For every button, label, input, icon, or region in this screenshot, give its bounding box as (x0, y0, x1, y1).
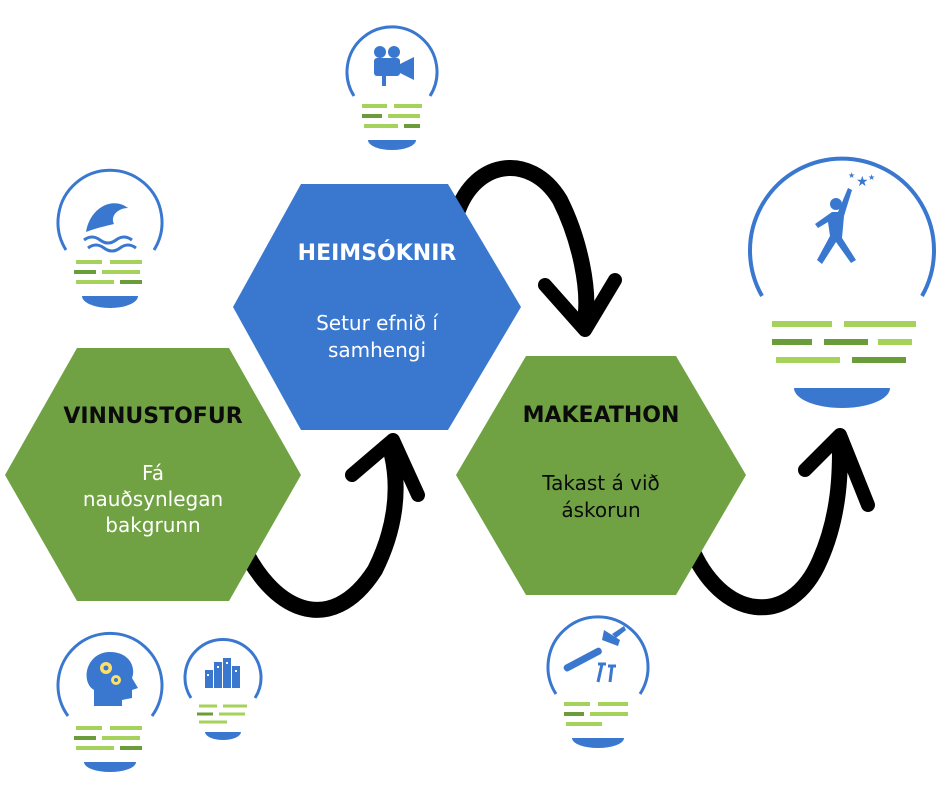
hexagon-vinnustofur: VINNUSTOFUR Fá nauðsynlegan bakgrunn (5, 348, 301, 601)
svg-text:★: ★ (868, 173, 875, 182)
bulb-head-gears (56, 631, 164, 772)
arrow-vinnustofur-to-heimsoknir (232, 433, 425, 618)
hammer-nails-icon (563, 626, 626, 683)
head-gears-icon (86, 652, 138, 706)
hexagon-vinnustofur-title: VINNUSTOFUR (63, 404, 242, 429)
hexagon-heimsoknir-title: HEIMSÓKNIR (298, 240, 457, 266)
hexagon-makeathon: MAKEATHON Takast á við áskorun (456, 356, 746, 595)
hexagon-vinnustofur-shape (5, 348, 301, 601)
hexagon-makeathon-title: MAKEATHON (523, 403, 680, 428)
hexagon-makeathon-desc-line2: áskorun (561, 498, 640, 522)
buildings-icon (205, 658, 240, 688)
hexagon-heimsoknir-shape (233, 184, 521, 430)
bulb-buildings (183, 638, 263, 740)
bulb-hammer-nails (546, 615, 650, 748)
svg-text:★: ★ (856, 174, 869, 190)
hexagon-vinnustofur-desc-line3: bakgrunn (105, 513, 200, 537)
bulb-video-camera (345, 25, 439, 150)
svg-text:★: ★ (848, 171, 855, 180)
hexagon-heimsoknir-desc-line1: Setur efnið í (316, 311, 439, 335)
ocean-wave-icon (83, 203, 137, 253)
bulb-ocean-wave (56, 168, 164, 308)
hexagon-makeathon-desc-line1: Takast á við (541, 471, 660, 495)
hexagon-heimsoknir-desc-line2: samhengi (328, 338, 426, 362)
person-reaching-star-icon: ★ ★ ★ (815, 171, 875, 264)
bulb-person-star: ★ ★ ★ (748, 156, 936, 408)
arrow-makeathon-to-goal (682, 428, 875, 616)
hexagon-makeathon-shape (456, 356, 746, 595)
hexagon-vinnustofur-desc-line1: Fá (142, 461, 164, 485)
arrow-heimsoknir-to-makeathon (447, 160, 622, 337)
video-camera-icon (374, 46, 414, 86)
hexagon-vinnustofur-desc-line2: nauðsynlegan (83, 487, 223, 511)
hexagon-heimsoknir: HEIMSÓKNIR Setur efnið í samhengi (233, 184, 521, 430)
